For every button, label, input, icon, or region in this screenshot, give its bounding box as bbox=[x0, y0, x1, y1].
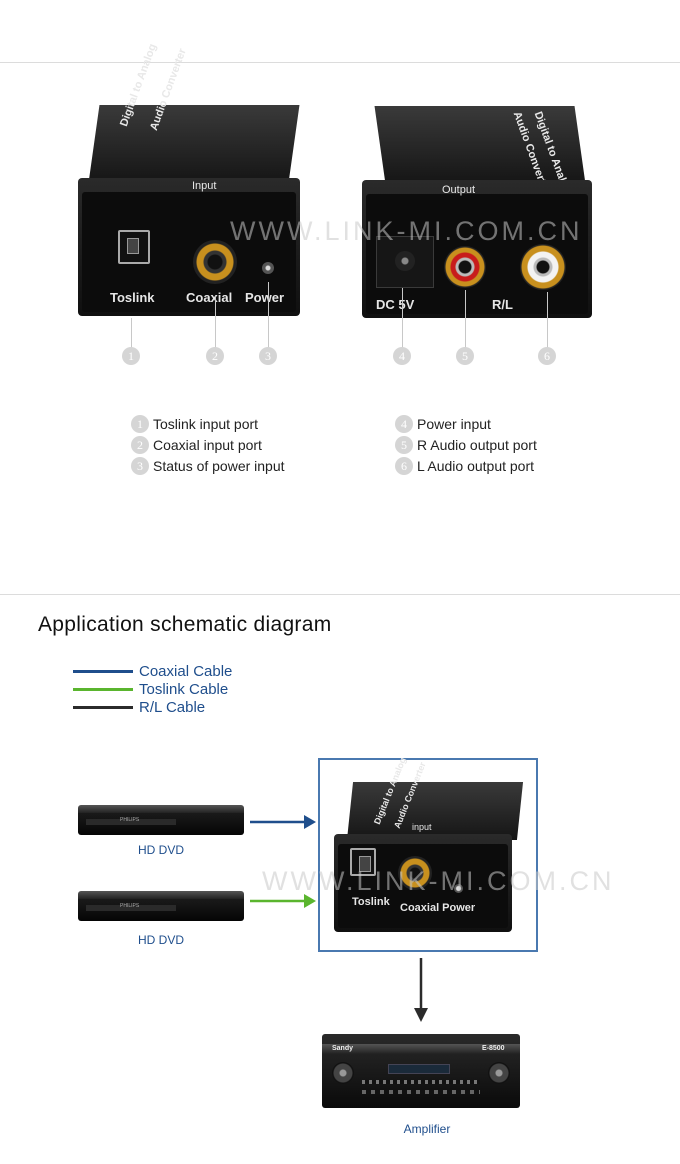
converter-coaxial-port bbox=[398, 856, 432, 890]
front-label-power: Power bbox=[245, 290, 285, 305]
amp-display bbox=[388, 1064, 450, 1074]
amp-knob-left bbox=[332, 1062, 354, 1084]
dc-jack bbox=[376, 236, 434, 288]
front-label-coaxial: Coaxial bbox=[186, 290, 233, 305]
amplifier-model: E-8500 bbox=[482, 1045, 505, 1052]
converter-label-toslink: Toslink bbox=[352, 896, 390, 908]
callout-3: 3 bbox=[259, 347, 277, 365]
l-output-port bbox=[520, 244, 566, 290]
callout-line-4 bbox=[402, 288, 403, 348]
dvd-label-1: HD DVD bbox=[137, 843, 184, 857]
callout-line-5 bbox=[465, 290, 466, 348]
toslink-cable-swatch bbox=[73, 688, 133, 691]
front-face-title: Input bbox=[192, 180, 217, 192]
back-label-rl: R/L bbox=[492, 297, 513, 312]
callout-line-1 bbox=[131, 318, 132, 348]
top-divider bbox=[0, 62, 680, 63]
callout-line-6 bbox=[547, 292, 548, 348]
back-face-title: Output bbox=[442, 184, 476, 196]
converter-power-led bbox=[454, 884, 463, 893]
converter-face-title: input bbox=[412, 822, 432, 832]
converter-frame: Digital to Analog Audio Converter input … bbox=[318, 756, 538, 952]
amplifier-brand: Sandy bbox=[332, 1045, 354, 1052]
power-led bbox=[262, 262, 274, 274]
amplifier-label: Amplifier bbox=[403, 1122, 451, 1136]
converter-toslink-port bbox=[350, 848, 376, 876]
r-output-port bbox=[444, 246, 486, 288]
callout-1: 1 bbox=[122, 347, 140, 365]
amp-knob-right bbox=[488, 1062, 510, 1084]
callout-5: 5 bbox=[456, 347, 474, 365]
rl-cable-label: R/L Cable bbox=[139, 699, 206, 716]
amplifier: Sandy E-8500 bbox=[322, 1034, 520, 1108]
callout-line-3 bbox=[268, 282, 269, 348]
callout-line-2 bbox=[215, 296, 216, 348]
dvd-player-2: PHILIPS bbox=[78, 891, 244, 921]
watermark-top: WWW.LINK-MI.COM.CN bbox=[230, 216, 583, 246]
callout-2: 2 bbox=[206, 347, 224, 365]
dvd-player-1: PHILIPS bbox=[78, 805, 244, 835]
coaxial-port bbox=[193, 240, 237, 284]
dvd-label-2: HD DVD bbox=[137, 933, 184, 947]
callout-4: 4 bbox=[393, 347, 411, 365]
coaxial-cable-swatch bbox=[73, 670, 133, 673]
toslink-arrow bbox=[250, 894, 316, 908]
front-label-toslink: Toslink bbox=[110, 290, 155, 305]
toslink-cable-label: Toslink Cable bbox=[139, 681, 229, 698]
rl-arrow bbox=[414, 958, 428, 1022]
rl-cable-swatch bbox=[73, 706, 133, 709]
schematic-title: Application schematic diagram bbox=[38, 613, 332, 636]
toslink-port bbox=[118, 230, 150, 264]
back-label-dc: DC 5V bbox=[376, 297, 415, 312]
watermark-bottom: WWW.LINK-MI.COM.CN bbox=[262, 866, 615, 896]
coaxial-arrow bbox=[250, 815, 316, 829]
coaxial-cable-label: Coaxial Cable bbox=[139, 663, 233, 680]
section-divider bbox=[0, 594, 680, 595]
converter-label-coaxial: Coaxial Power bbox=[400, 902, 476, 914]
callout-6: 6 bbox=[538, 347, 556, 365]
